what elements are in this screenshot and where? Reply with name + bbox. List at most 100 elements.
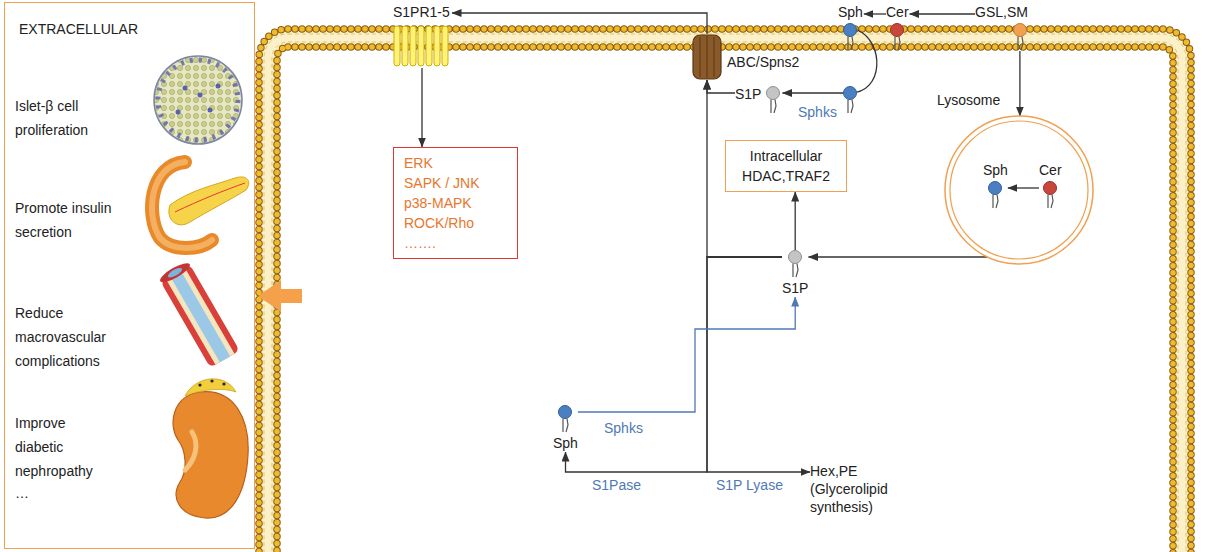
lipid-tail [563, 419, 568, 433]
helix [442, 26, 448, 66]
receptor-label: S1PR1-5 [393, 4, 450, 21]
arrow-connector [452, 13, 707, 34]
kidney-illustration [173, 379, 248, 518]
lipid-tail [895, 37, 900, 51]
molecule: Sph [983, 162, 1008, 209]
arrow-connector [1019, 51, 1020, 116]
transporter: ABC/Spns2 [692, 34, 799, 80]
arrow-connector [707, 257, 810, 472]
extracellular-panel: EXTRACELLULAR Islet-β cell proliferationP… [4, 2, 255, 549]
molecule-icon [765, 86, 781, 114]
lipid-head [789, 251, 802, 264]
enzyme-label: S1P Lyase [714, 477, 785, 494]
lipid-head [844, 24, 857, 37]
box-text: ROCK/Rho [404, 213, 507, 233]
arrow-connector [566, 257, 783, 472]
arrow-connector [795, 192, 796, 250]
helix [402, 26, 408, 66]
lysosome-label: Lysosome [937, 92, 1000, 109]
receptor: S1PR1-5 [393, 4, 451, 68]
molecule: S1P [735, 86, 781, 114]
effect-text: Promote insulin secretion [15, 196, 130, 244]
molecule-label: GSL,SM [975, 4, 1028, 21]
box-text: ERK [404, 153, 507, 173]
cell-membrane [259, 29, 1191, 552]
molecule: GSL,SM [975, 4, 1028, 51]
product-text: Hex,PE [810, 462, 914, 480]
transporter-stripes [700, 36, 714, 78]
pancreas-illustration [152, 162, 249, 248]
lysosome: LysosomeSphCer [943, 114, 1095, 266]
lysosome-inner [950, 121, 1088, 259]
effect-text: Improve diabetic nephropathy [15, 411, 110, 483]
lipid-tail [1018, 37, 1023, 51]
pathway-box: ERKSAPK / JNKp38-MAPKROCK/Rho……. [393, 147, 518, 259]
effect-arrow [258, 280, 302, 312]
lipid-head [891, 24, 904, 37]
receptor-icon [393, 24, 451, 68]
molecule-icon [787, 250, 803, 278]
box-text: p38-MAPK [404, 193, 507, 213]
lipid-head [1013, 24, 1026, 37]
lipid-tail [793, 264, 798, 278]
molecule-label: Cer [1039, 162, 1062, 179]
molecule: Cer [1039, 162, 1062, 209]
panel-heading: EXTRACELLULAR [19, 17, 138, 41]
transporter-label: ABC/Spns2 [727, 54, 799, 71]
helix [426, 26, 432, 66]
target-box: Intracellular HDAC,TRAF2 [725, 140, 847, 192]
arrow-connector [809, 256, 988, 257]
arrow-connector [910, 13, 975, 14]
enzyme-label: Sphks [796, 104, 839, 121]
molecule-icon [1042, 181, 1058, 209]
molecule: S1P [782, 250, 808, 297]
box-text: SAPK / JNK [404, 173, 507, 193]
molecule-icon [842, 23, 858, 51]
helix [434, 26, 440, 66]
lipid-tail [993, 195, 998, 209]
artery-illustration [158, 260, 240, 368]
sphingosine-molecule [844, 87, 857, 114]
lysosome-outer [945, 116, 1093, 264]
lipid-tail [771, 100, 776, 114]
molecule-label: Cer [886, 4, 909, 21]
arrow-connector [578, 297, 795, 412]
molecule-icon [557, 405, 573, 433]
product-text: (Glycerolipid synthesis) [810, 480, 914, 516]
lipid-head [1044, 182, 1057, 195]
box-text: ……. [404, 233, 507, 253]
arrow-connector [1008, 187, 1039, 188]
molecule: Cer [886, 4, 909, 51]
molecule-label: S1P [782, 280, 808, 297]
arrow-connector [421, 68, 422, 147]
lipid-tail [848, 37, 853, 51]
molecule-label: Sph [983, 162, 1008, 179]
molecule: Sph [553, 405, 578, 452]
effect-text: Islet-β cell proliferation [15, 94, 130, 142]
islet-illustration [154, 56, 242, 144]
lipid-head [767, 87, 780, 100]
molecule-label: Sph [553, 435, 578, 452]
arrow-connector [864, 13, 886, 14]
enzyme-label: Sphks [602, 420, 645, 437]
molecule-label: S1P [735, 86, 761, 103]
helix [394, 26, 400, 66]
arrow-connector [707, 80, 735, 93]
molecule-icon [889, 23, 905, 51]
lipid-head [989, 182, 1002, 195]
box-text: Intracellular HDAC,TRAF2 [736, 146, 836, 186]
effect-text: Reduce macrovascular complications [15, 301, 130, 373]
molecule-icon [1012, 23, 1028, 51]
lipid-tail [1048, 195, 1053, 209]
product-label: Hex,PE(Glycerolipid synthesis) [810, 462, 914, 516]
effect-text: … [15, 481, 29, 505]
molecule-icon [987, 181, 1003, 209]
helix [418, 26, 424, 66]
helix [410, 26, 416, 66]
enzyme-label: S1Pase [590, 477, 643, 494]
lipid-head [559, 406, 572, 419]
